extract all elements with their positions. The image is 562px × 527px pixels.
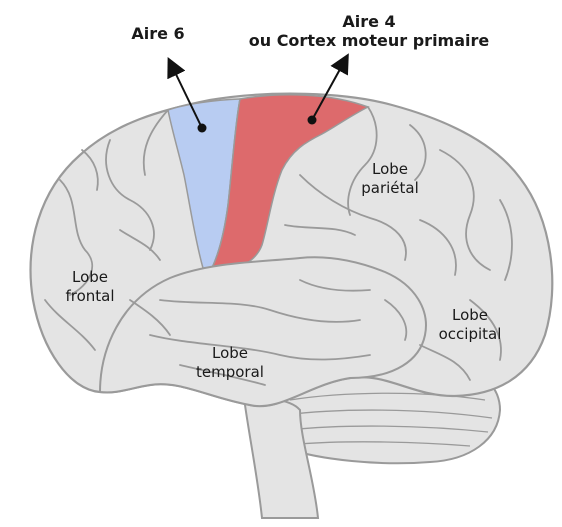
- aire-4-arrow-dot: [308, 116, 317, 125]
- label-lobe-occipital: Lobe occipital: [425, 306, 515, 344]
- label-lobe-parietal: Lobe pariétal: [348, 160, 432, 198]
- label-lobe-occipital-line1: Lobe: [425, 306, 515, 325]
- label-lobe-temporal-line1: Lobe: [182, 344, 278, 363]
- label-lobe-parietal-line2: pariétal: [348, 179, 432, 198]
- label-lobe-frontal-line1: Lobe: [50, 268, 130, 287]
- label-aire-6: Aire 6: [122, 24, 194, 43]
- label-lobe-frontal: Lobe frontal: [50, 268, 130, 306]
- label-lobe-frontal-line2: frontal: [50, 287, 130, 306]
- label-aire-6-text: Aire 6: [131, 24, 184, 43]
- label-aire-4-line2: ou Cortex moteur primaire: [240, 31, 498, 50]
- aire-6-arrow-dot: [198, 124, 207, 133]
- label-lobe-temporal: Lobe temporal: [182, 344, 278, 382]
- label-lobe-occipital-line2: occipital: [425, 325, 515, 344]
- label-aire-4: Aire 4 ou Cortex moteur primaire: [240, 12, 498, 50]
- label-lobe-temporal-line2: temporal: [182, 363, 278, 382]
- label-lobe-parietal-line1: Lobe: [348, 160, 432, 179]
- label-aire-4-line1: Aire 4: [240, 12, 498, 31]
